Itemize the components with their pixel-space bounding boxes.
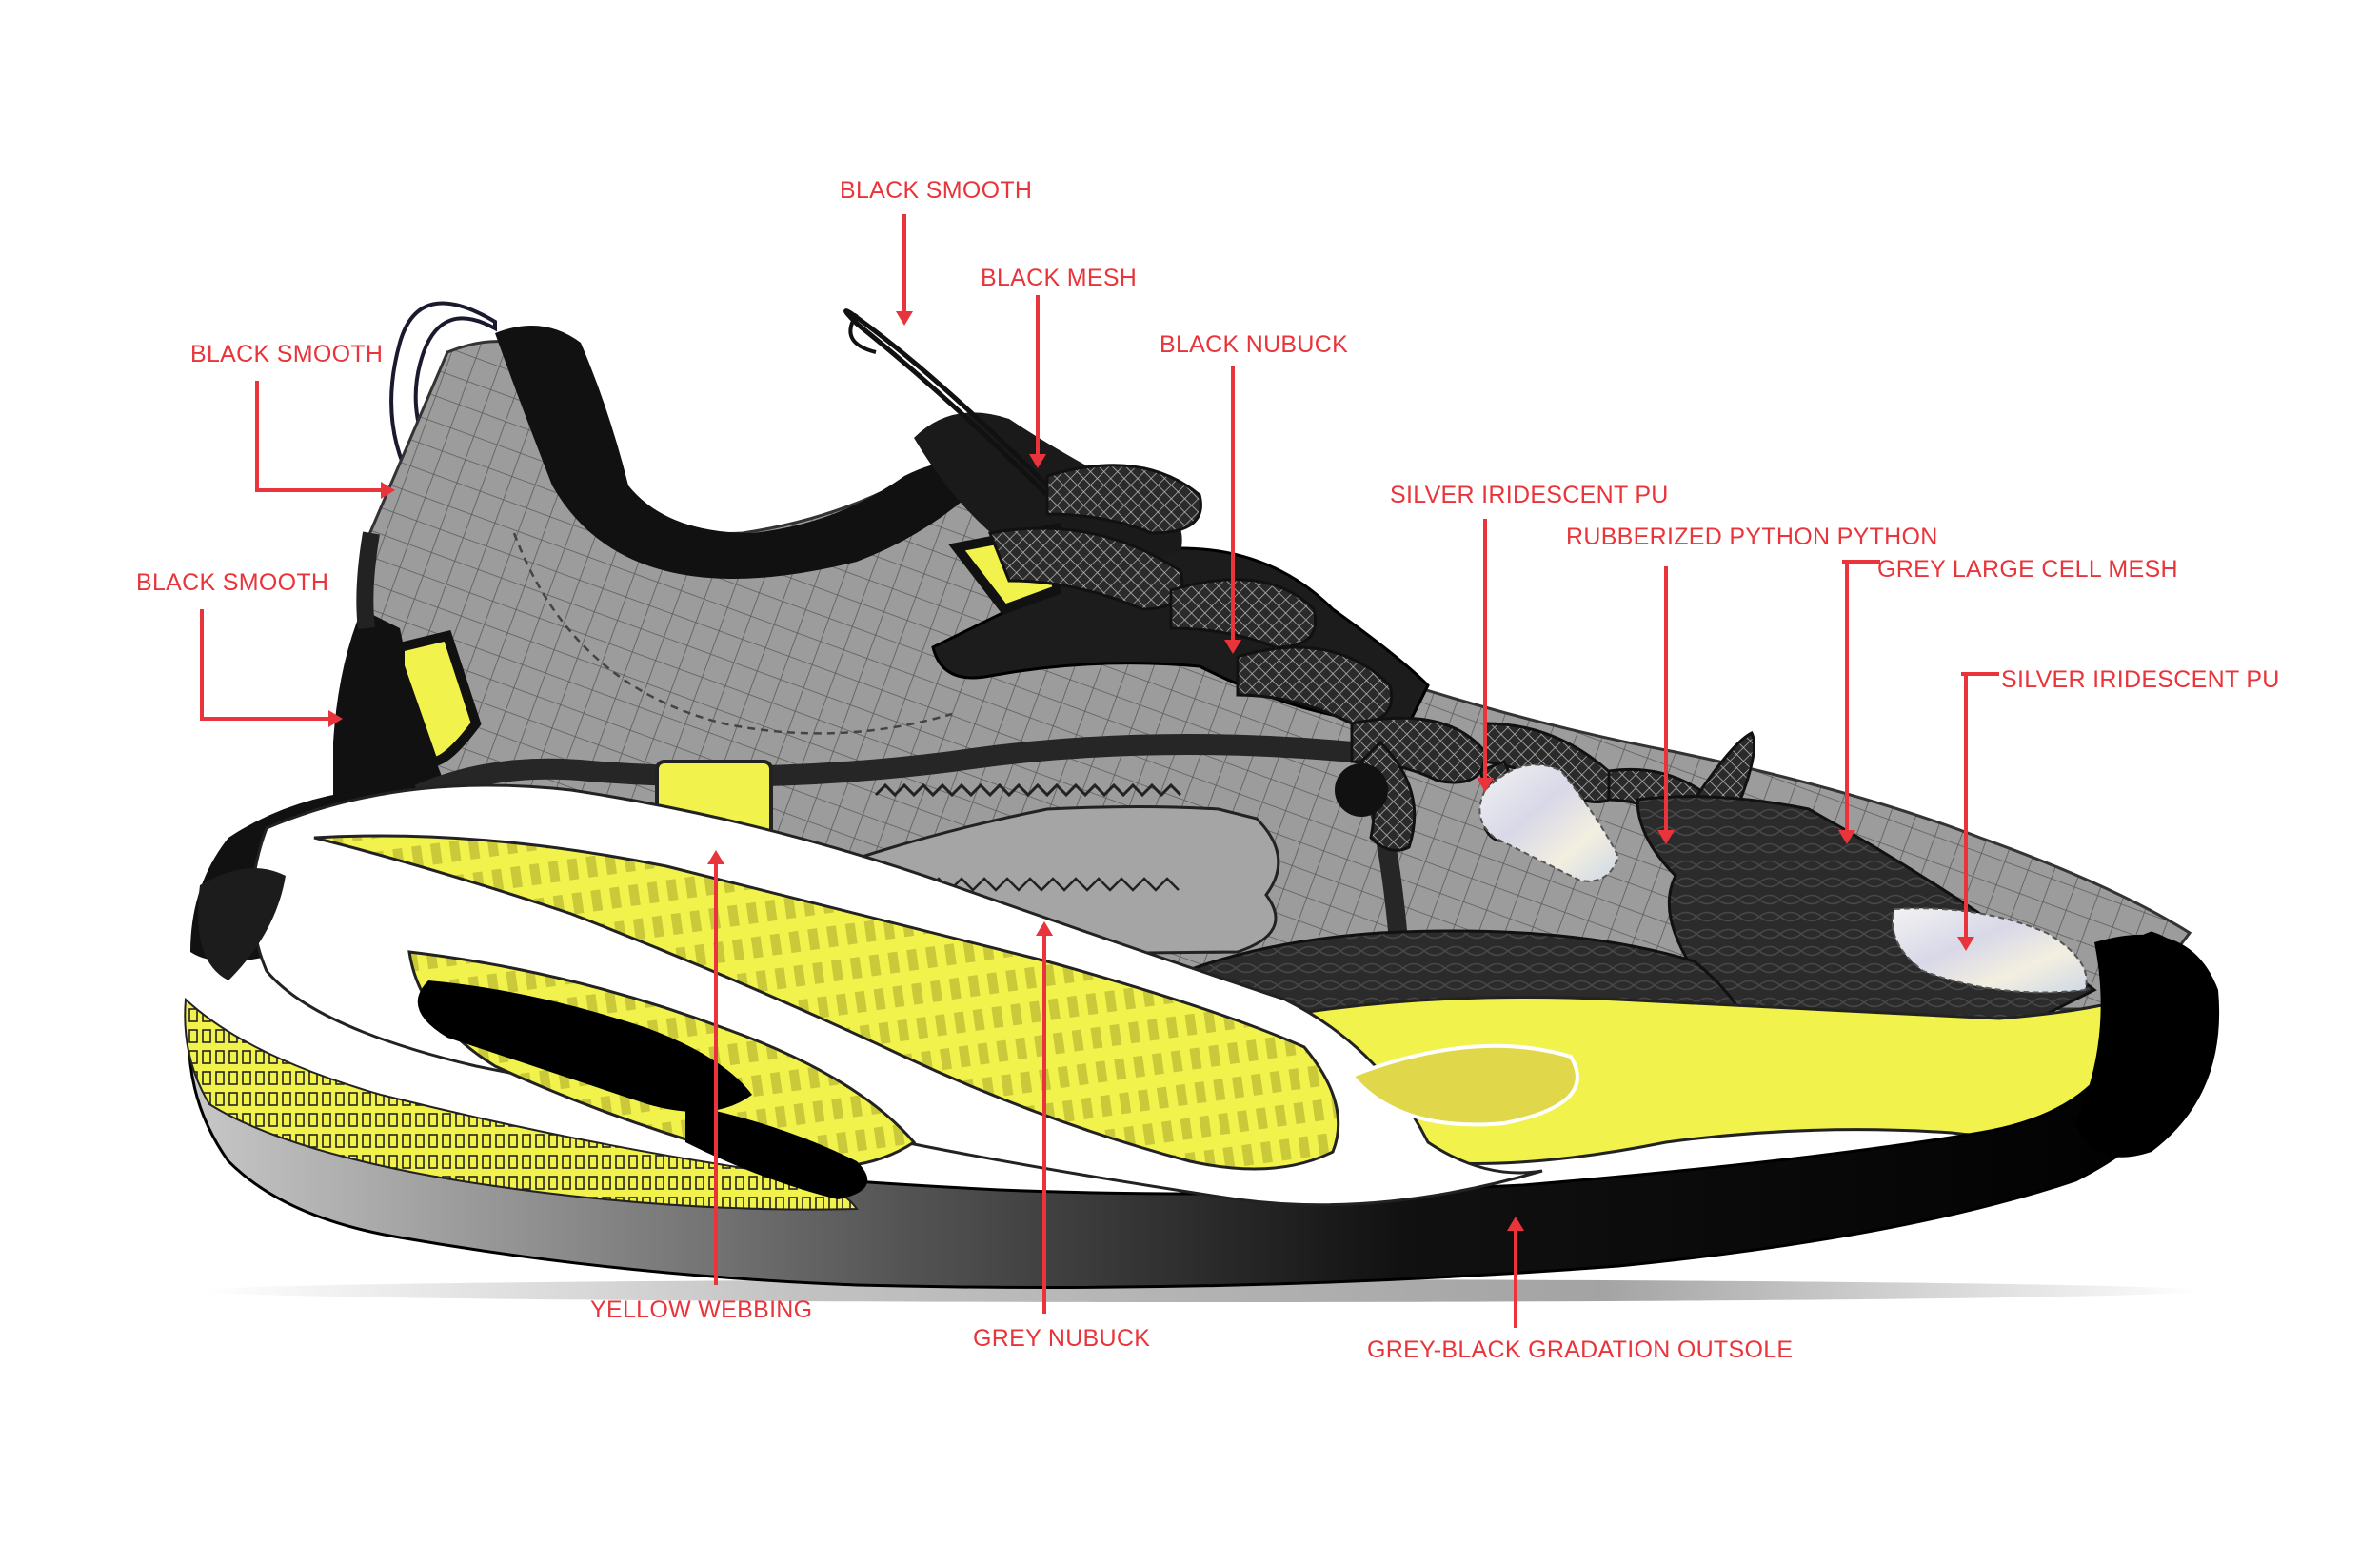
callout-label-lace-loop: BLACK SMOOTH <box>840 177 1033 204</box>
arrowheads <box>328 311 1974 1231</box>
collar-stitch <box>512 532 953 735</box>
callout-label-eyestay: BLACK NUBUCK <box>1160 331 1349 358</box>
lace-loop <box>843 308 1059 506</box>
cutout-lower <box>685 1104 868 1199</box>
arrow-heel-pull-tab <box>255 381 390 492</box>
eyelet <box>1335 763 1388 817</box>
yellow-cell-heel <box>184 997 859 1211</box>
heel-cutout-black <box>198 868 286 980</box>
highlight-oval <box>1348 1043 1579 1127</box>
silver-pu-toe <box>1892 907 2088 994</box>
ground-shadow <box>200 1279 2199 1302</box>
leader-ticks <box>1842 560 1999 676</box>
callout-label-heel-counter: BLACK SMOOTH <box>136 569 329 596</box>
cutout-upper <box>417 980 752 1112</box>
heel-strap <box>356 531 380 630</box>
callout-label-vamp-mesh: GREY LARGE CELL MESH <box>1877 556 2178 583</box>
silver-pu-mid <box>1478 763 1620 882</box>
upper-zigzag <box>874 782 1182 798</box>
heel-yellow-tab <box>395 630 482 767</box>
arrow-heel-counter <box>200 609 338 721</box>
outsole-toe <box>2075 934 2220 1158</box>
callout-label-webbing: YELLOW WEBBING <box>590 1297 813 1323</box>
callout-label-side-panel: GREY NUBUCK <box>973 1325 1151 1352</box>
callout-label-toe-cage: RUBBERIZED PYTHON PYTHON <box>1566 524 1938 550</box>
callout-label-tongue: BLACK MESH <box>981 265 1138 291</box>
callout-label-outsole: GREY-BLACK GRADATION OUTSOLE <box>1367 1336 1794 1363</box>
callout-label-toe-pu: SILVER IRIDESCENT PU <box>2001 666 2280 693</box>
heel-counter <box>333 609 447 838</box>
collar-lining <box>495 326 990 579</box>
callout-label-heel-pull-tab: BLACK SMOOTH <box>190 341 384 367</box>
callout-label-mid-pu: SILVER IRIDESCENT PU <box>1390 482 1669 508</box>
